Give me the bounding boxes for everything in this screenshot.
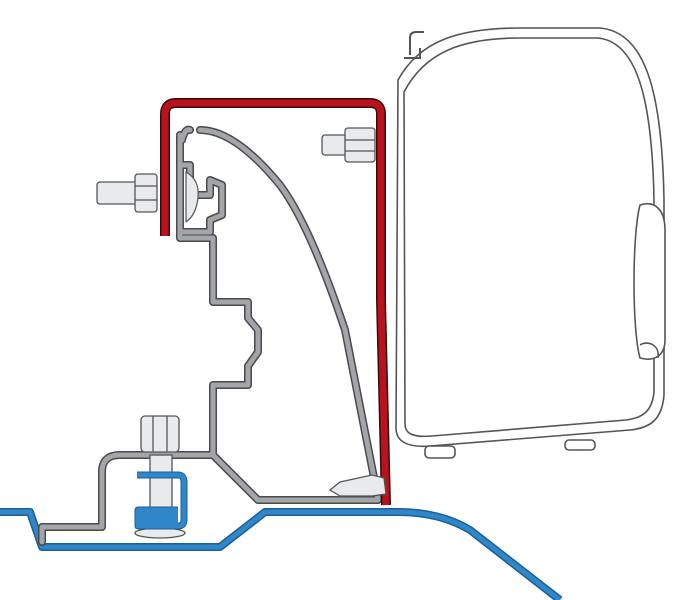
left-bolt — [96, 173, 158, 213]
roof-clamp — [134, 471, 188, 530]
vehicle-roof — [0, 508, 563, 600]
right-bolt — [321, 127, 376, 163]
awning-cassette — [395, 27, 666, 459]
aluminium-profile — [38, 125, 382, 546]
screw — [328, 474, 387, 497]
bolts — [96, 127, 387, 539]
red-adapter-bracket — [160, 98, 391, 506]
